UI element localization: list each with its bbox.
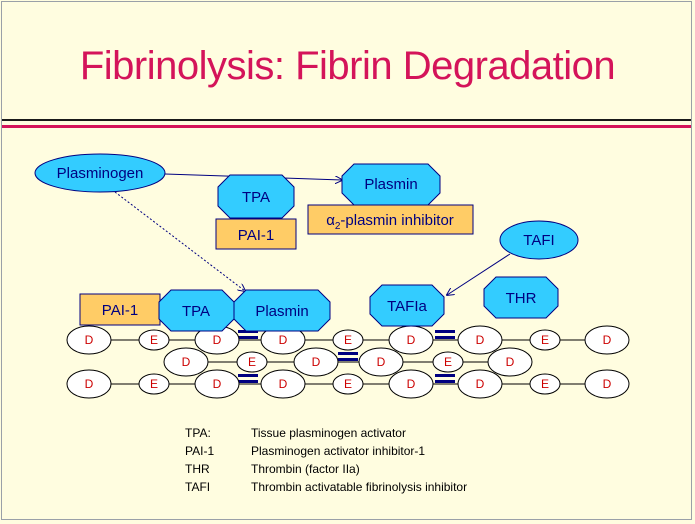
fibrin-label: D <box>407 377 416 391</box>
fibrin-row-2: D E D D E D <box>163 347 533 377</box>
tpa-top-label: TPA <box>242 189 270 206</box>
fibrin-node <box>260 369 306 399</box>
fibrin-node <box>487 347 533 377</box>
pai1-top-box <box>215 218 297 250</box>
fibrin-label: D <box>476 377 485 391</box>
fibrin-node <box>236 351 268 373</box>
fibrin-node <box>332 329 364 351</box>
inhibitor-text: -plasmin inhibitor <box>340 212 453 229</box>
alpha-subscript: 2 <box>335 221 341 232</box>
fibrin-node <box>163 347 209 377</box>
thr-label: THR <box>506 290 537 307</box>
pai1-bottom-label: PAI-1 <box>102 302 138 319</box>
legend-row: TAFI Thrombin activatable fibrinolysis i… <box>185 480 467 498</box>
title-underline <box>2 125 691 128</box>
crosslinks <box>238 330 455 383</box>
fibrin-node <box>293 347 339 377</box>
fibrin-label: D <box>213 377 222 391</box>
fibrin-label: E <box>444 355 452 369</box>
abbreviation-legend: TPA: Tissue plasminogen activator PAI-1 … <box>185 426 467 498</box>
fibrin-label: D <box>476 333 485 347</box>
fibrin-label: D <box>603 377 612 391</box>
title-band <box>2 2 691 121</box>
fibrin-node <box>529 329 561 351</box>
fibrin-node <box>358 347 404 377</box>
tpa-bottom-label: TPA <box>182 303 210 320</box>
tafi-node <box>499 220 579 260</box>
tpa-top-node <box>217 174 295 219</box>
fibrin-label: E <box>541 333 549 347</box>
fibrin-label: E <box>344 333 352 347</box>
fibrin-label: D <box>506 355 515 369</box>
tafi-label: TAFI <box>523 232 554 249</box>
fibrin-label: D <box>603 333 612 347</box>
fibrin-label: D <box>279 333 288 347</box>
tpa-bottom-node <box>158 289 235 332</box>
pai1-bottom-box <box>79 293 161 326</box>
fibrin-label: E <box>344 377 352 391</box>
legend-row: TPA: Tissue plasminogen activator <box>185 426 467 444</box>
thr-node <box>483 276 559 319</box>
fibrin-node <box>529 373 561 395</box>
fibrin-label: E <box>150 333 158 347</box>
alpha-symbol: α <box>326 212 335 229</box>
fibrin-node <box>66 325 112 355</box>
fibrin-label: D <box>213 333 222 347</box>
alpha2-plasmin-inhibitor-box <box>307 204 474 235</box>
fibrin-node <box>457 325 503 355</box>
fibrin-label: D <box>407 333 416 347</box>
fibrin-node <box>432 351 464 373</box>
fibrin-node <box>584 369 630 399</box>
legend-abbr: THR <box>185 462 210 476</box>
arrow-plasminogen-to-fibrin-plasmin <box>114 191 245 291</box>
fibrin-label: D <box>85 377 94 391</box>
fibrin-label: E <box>150 377 158 391</box>
tafia-node <box>369 284 445 327</box>
legend-row: THR Thrombin (factor IIa) <box>185 462 467 480</box>
plasmin-top-label: Plasmin <box>364 176 417 193</box>
fibrin-node <box>66 369 112 399</box>
fibrin-node <box>584 325 630 355</box>
legend-desc: Thrombin activatable fibrinolysis inhibi… <box>251 480 468 494</box>
legend-row: PAI-1 Plasminogen activator inhibitor-1 <box>185 444 467 462</box>
legend-abbr: PAI-1 <box>185 444 215 458</box>
slide-title: Fibrinolysis: Fibrin Degradation <box>79 44 616 88</box>
fibrin-row-1: D E D D E D D E D <box>66 325 630 355</box>
legend-abbr: TAFI <box>185 480 211 494</box>
fibrin-node <box>138 329 170 351</box>
legend-abbr: TPA: <box>185 426 211 440</box>
plasmin-bottom-node <box>233 289 331 332</box>
arrow-tafi-to-tafia <box>447 253 511 295</box>
fibrin-node <box>194 369 240 399</box>
tafia-label: TAFIa <box>387 298 427 315</box>
fibrin-label: E <box>541 377 549 391</box>
legend-desc: Plasminogen activator inhibitor-1 <box>251 444 426 458</box>
pai1-top-label: PAI-1 <box>238 227 274 244</box>
legend-desc: Tissue plasminogen activator <box>251 426 406 440</box>
plasmin-bottom-label: Plasmin <box>255 303 308 320</box>
fibrin-node <box>138 373 170 395</box>
fibrin-label: E <box>248 355 256 369</box>
fibrin-label: D <box>279 377 288 391</box>
fibrin-label: D <box>312 355 321 369</box>
alpha2-plasmin-inhibitor-label: α2-plasmin inhibitor <box>326 212 454 232</box>
fibrin-node <box>388 369 434 399</box>
fibrin-row-3: D E D D E D D E D <box>66 369 630 399</box>
fibrin-label: D <box>377 355 386 369</box>
plasminogen-label: Plasminogen <box>57 165 144 182</box>
fibrin-node <box>332 373 364 395</box>
legend-desc: Thrombin (factor IIa) <box>251 462 360 476</box>
plasminogen-node <box>34 153 166 193</box>
fibrin-label: D <box>85 333 94 347</box>
fibrin-label: D <box>182 355 191 369</box>
fibrin-node <box>457 369 503 399</box>
